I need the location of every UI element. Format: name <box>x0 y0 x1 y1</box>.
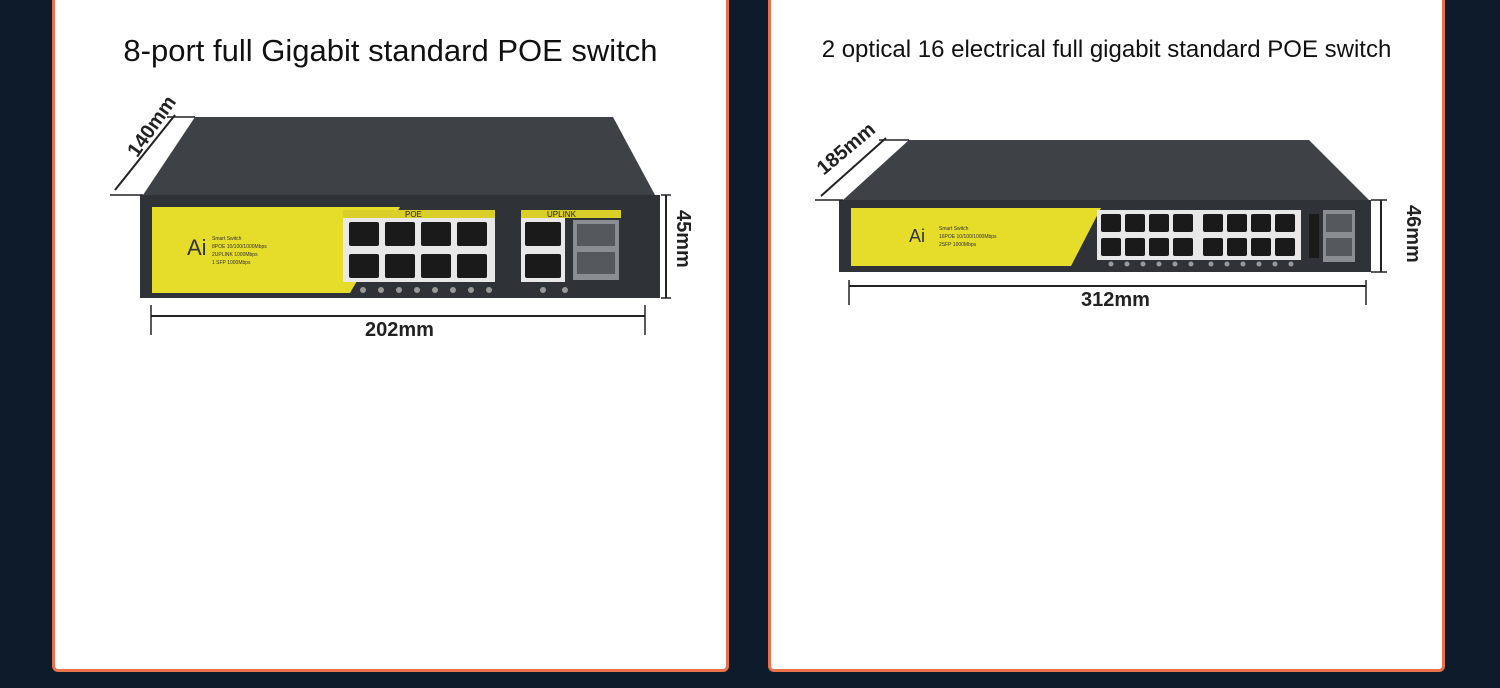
svg-text:Smart Switch: Smart Switch <box>939 226 969 232</box>
rj45-ports <box>1101 214 1295 256</box>
yellow-panel <box>152 207 400 293</box>
brand-logo: Ai <box>909 226 925 246</box>
svg-text:2SFP 1000Mbps: 2SFP 1000Mbps <box>939 242 977 248</box>
height-label: 45mm <box>672 210 694 268</box>
svg-text:1 SFP 1000Mbps: 1 SFP 1000Mbps <box>212 260 251 266</box>
svg-text:16POE 10/100/1000Mbps: 16POE 10/100/1000Mbps <box>939 234 997 240</box>
switch-8-port-image: Ai Smart Switch 8POE 10/100/1000Mbps 2UP… <box>110 92 694 341</box>
product-title: 2 optical 16 electrical full gigabit sta… <box>821 36 1392 63</box>
product-title: 8-port full Gigabit standard POE switch <box>123 33 658 68</box>
chassis-top <box>843 140 1369 200</box>
product-card-18-port: 2 optical 16 electrical full gigabit sta… <box>768 0 1445 672</box>
brand-logo: Ai <box>187 235 207 260</box>
chassis-top <box>143 117 655 195</box>
svg-text:2UPLINK 1000Mbps: 2UPLINK 1000Mbps <box>212 252 258 258</box>
status-leds <box>1108 261 1294 267</box>
spec-text: Smart Switch 8POE 10/100/1000Mbps 2UPLIN… <box>212 236 267 266</box>
rj45-ports <box>349 222 487 278</box>
depth-label: 185mm <box>813 118 880 179</box>
depth-label: 140mm <box>123 92 181 161</box>
uplink-label: UPLINK <box>547 210 577 219</box>
spec-text: Smart Switch 16POE 10/100/1000Mbps 2SFP … <box>939 226 997 248</box>
status-leds <box>360 287 568 293</box>
depth-dimension-line <box>820 137 887 197</box>
product-card-8-port: 8-port full Gigabit standard POE switch … <box>52 0 729 672</box>
yellow-panel <box>851 208 1101 266</box>
width-label: 202mm <box>365 319 434 341</box>
depth-dimension-line <box>114 114 176 191</box>
width-label: 312mm <box>1081 289 1150 311</box>
height-label: 46mm <box>1402 205 1424 263</box>
svg-text:8POE 10/100/1000Mbps: 8POE 10/100/1000Mbps <box>212 244 267 250</box>
switch-18-port-image: Ai Smart Switch 16POE 10/100/1000Mbps 2S… <box>813 118 1424 311</box>
poe-label: POE <box>405 210 422 219</box>
svg-text:Smart Switch: Smart Switch <box>212 236 242 242</box>
